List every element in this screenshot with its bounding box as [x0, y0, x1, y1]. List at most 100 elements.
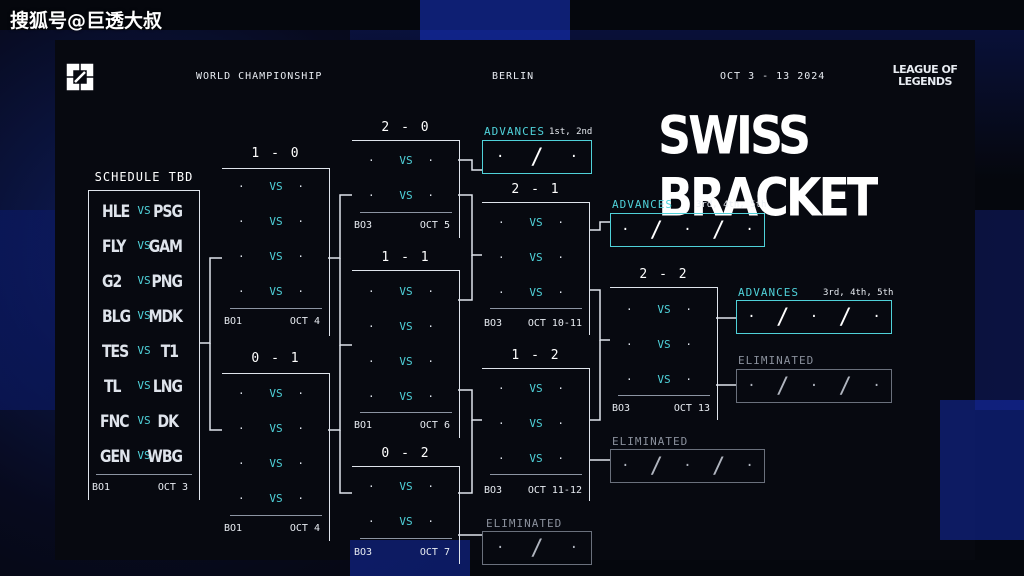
vs-label: VS — [399, 189, 413, 202]
vs-label: VS — [399, 154, 413, 167]
slot-placeholder: · — [495, 540, 505, 556]
divider — [96, 474, 192, 475]
slot-placeholder: · — [683, 458, 692, 474]
team-a: · — [368, 480, 375, 493]
vs-label: VS — [657, 373, 671, 386]
match-date: OCT 13 — [673, 403, 710, 414]
match-row[interactable]: ·VS· — [482, 282, 590, 304]
eliminated-label: ELIMINATED — [738, 354, 815, 367]
vs-label: VS — [137, 309, 151, 322]
vs-label: VS — [657, 303, 671, 316]
team-b: · — [427, 189, 434, 202]
match-row[interactable]: ·VS· — [222, 418, 330, 440]
match-row[interactable]: BLG VS MDK — [88, 305, 200, 327]
match-row[interactable]: ·VS· — [222, 176, 330, 198]
slot-separator: / — [711, 217, 726, 243]
match-row[interactable]: ·VS· — [352, 150, 460, 172]
team-a: · — [238, 250, 245, 263]
team-a: · — [498, 382, 505, 395]
match-row[interactable]: GEN VS WBG — [88, 445, 200, 467]
advances-label: ADVANCES — [612, 198, 673, 211]
group-box — [482, 202, 590, 335]
match-row[interactable]: FLY VS GAM — [88, 235, 200, 257]
team-b: WBG — [147, 447, 183, 467]
match-row[interactable]: ·VS· — [482, 378, 590, 400]
divider — [230, 308, 322, 309]
team-a: · — [368, 285, 375, 298]
group-box — [222, 168, 330, 336]
opening-round-group: SCHEDULE TBD HLE VS PSG FLY VS GAM G2 VS… — [88, 168, 200, 500]
team-a: · — [238, 180, 245, 193]
match-row[interactable]: ·VS· — [482, 247, 590, 269]
match-row[interactable]: ·VS· — [352, 281, 460, 303]
divider — [360, 412, 452, 413]
group-title: 0 - 1 — [251, 351, 301, 366]
advances-slot-box: · / · — [482, 140, 592, 174]
worlds-logo-icon — [66, 63, 94, 91]
group-box — [610, 287, 718, 420]
match-row[interactable]: ·VS· — [482, 413, 590, 435]
advances-slot-box: · / · / · — [610, 213, 765, 247]
group-box — [352, 466, 460, 564]
match-row[interactable]: ·VS· — [352, 476, 460, 498]
match-row[interactable]: FNC VS DK — [88, 410, 200, 432]
match-row[interactable]: TL VS LNG — [88, 375, 200, 397]
match-row[interactable]: ·VS· — [222, 453, 330, 475]
vs-label: VS — [269, 387, 283, 400]
eliminated-label: ELIMINATED — [486, 517, 563, 530]
match-row[interactable]: ·VS· — [222, 383, 330, 405]
match-row[interactable]: ·VS· — [352, 316, 460, 338]
team-a: · — [626, 303, 633, 316]
team-b: LNG — [152, 377, 183, 397]
team-b: · — [427, 390, 434, 403]
match-row[interactable]: ·VS· — [222, 281, 330, 303]
team-b: · — [297, 250, 304, 263]
team-a: · — [368, 515, 375, 528]
team-a: · — [498, 417, 505, 430]
match-row[interactable]: ·VS· — [222, 211, 330, 233]
vs-label: VS — [657, 338, 671, 351]
match-row[interactable]: ·VS· — [222, 246, 330, 268]
match-row[interactable]: ·VS· — [352, 386, 460, 408]
team-a: HLE — [102, 202, 130, 222]
vs-label: VS — [269, 422, 283, 435]
divider — [360, 212, 452, 213]
match-row[interactable]: ·VS· — [352, 185, 460, 207]
match-row[interactable]: ·VS· — [610, 299, 718, 321]
group-box — [352, 270, 460, 438]
divider — [230, 515, 322, 516]
group-title: 2 - 0 — [381, 120, 431, 135]
team-a: · — [238, 215, 245, 228]
team-a: · — [626, 373, 633, 386]
match-row[interactable]: ·VS· — [610, 369, 718, 391]
match-row[interactable]: ·VS· — [352, 511, 460, 533]
team-b: · — [297, 457, 304, 470]
slot-placeholder: · — [683, 222, 692, 238]
team-a: · — [238, 285, 245, 298]
team-a: · — [238, 387, 245, 400]
slot-separator: / — [776, 373, 790, 399]
match-row[interactable]: HLE VS PSG — [88, 200, 200, 222]
team-b: · — [557, 251, 564, 264]
group-title: 0 - 2 — [381, 446, 431, 461]
team-b: · — [297, 285, 304, 298]
team-b: · — [427, 320, 434, 333]
match-row[interactable]: ·VS· — [610, 334, 718, 356]
slot-placeholder: · — [872, 309, 881, 325]
match-row[interactable]: TES VS T1 — [88, 340, 200, 362]
slot-placeholder: · — [809, 309, 819, 325]
match-row[interactable]: ·VS· — [222, 488, 330, 510]
match-row[interactable]: G2 VS PNG — [88, 270, 200, 292]
match-row[interactable]: ·VS· — [482, 448, 590, 470]
vs-label: VS — [399, 515, 413, 528]
advances-slot-box: · / · / · — [736, 300, 892, 334]
match-date: OCT 5 — [419, 220, 450, 231]
team-a: BLG — [102, 307, 131, 327]
team-a: · — [498, 286, 505, 299]
match-row[interactable]: ·VS· — [482, 212, 590, 234]
match-row[interactable]: ·VS· — [352, 351, 460, 373]
slot-placeholder: · — [745, 222, 754, 238]
advances-places: 3rd, 4th, 5th — [823, 288, 894, 298]
team-b: · — [297, 422, 304, 435]
